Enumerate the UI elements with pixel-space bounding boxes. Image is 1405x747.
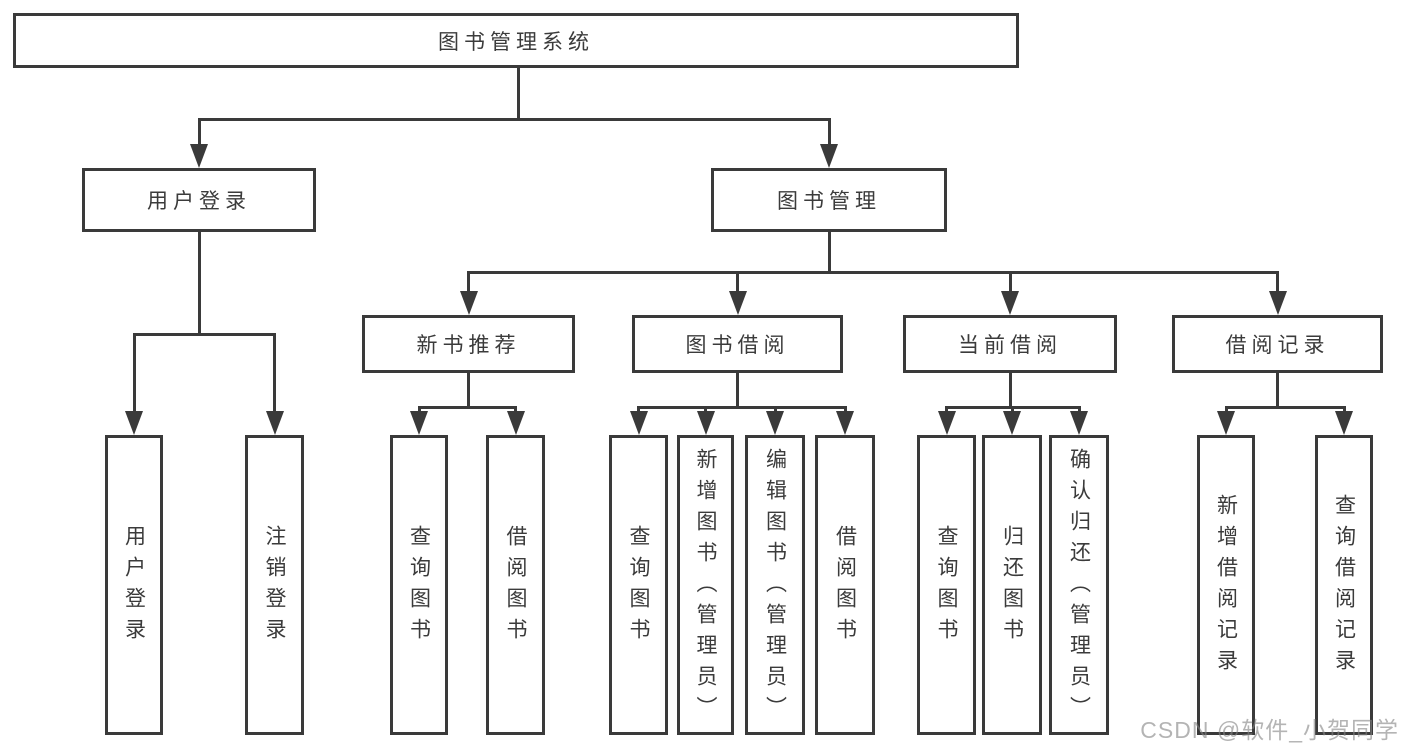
leaf-confirm-return-admin-label: 确认归还（管理员）: [1067, 447, 1091, 727]
node-book-management-branch: 图书管理: [711, 168, 947, 232]
leaf-return-books: 归还图书: [982, 435, 1042, 735]
node-book-borrowing: 图书借阅: [632, 315, 843, 373]
node-book-borrowing-label: 图书借阅: [685, 334, 790, 357]
connector-stem: [197, 232, 201, 336]
arrowhead-down-icon: [410, 411, 428, 435]
arrowhead-down-icon: [190, 144, 208, 168]
node-borrowing-records-label: 借阅记录: [1225, 334, 1330, 357]
leaf-return-books-label: 归还图书: [1000, 525, 1024, 649]
leaf-borrow-books-recommend: 借阅图书: [486, 435, 545, 735]
leaf-query-books-recommend-label: 查询图书: [407, 525, 431, 649]
connector-stem: [1276, 373, 1279, 409]
connector-drop: [637, 406, 640, 414]
arrowhead-down-icon: [1217, 411, 1235, 435]
connector-rail: [132, 333, 276, 336]
leaf-query-books-recommend: 查询图书: [390, 435, 448, 735]
connector-drop: [736, 271, 739, 294]
node-user-login-branch-label: 用户登录: [147, 190, 251, 213]
arrowhead-down-icon: [820, 144, 838, 168]
leaf-user-login-label: 用户登录: [122, 525, 146, 649]
leaf-add-books-admin-label: 新增图书（管理员）: [694, 447, 717, 727]
leaf-user-login: 用户登录: [105, 435, 163, 735]
arrowhead-down-icon: [696, 411, 715, 435]
arrowhead-down-icon: [459, 291, 478, 315]
connector-drop: [704, 406, 707, 414]
leaf-query-books-borrowing: 查询图书: [609, 435, 668, 735]
connector-drop: [514, 406, 517, 414]
leaf-confirm-return-admin: 确认归还（管理员）: [1049, 435, 1109, 735]
leaf-query-borrow-record: 查询借阅记录: [1315, 435, 1373, 735]
connector-drop: [273, 333, 276, 413]
arrowhead-down-icon: [766, 411, 784, 435]
arrowhead-down-icon: [265, 411, 284, 435]
leaf-borrow-books-recommend-label: 借阅图书: [504, 525, 527, 649]
leaf-add-borrow-record-label: 新增借阅记录: [1214, 494, 1238, 680]
leaf-add-books-admin: 新增图书（管理员）: [677, 435, 734, 735]
connector-drop: [1276, 271, 1279, 294]
node-user-login-branch: 用户登录: [82, 168, 316, 232]
node-library-management-system: 图书管理系统: [13, 13, 1019, 68]
connector-rail: [197, 118, 831, 121]
connector-drop: [132, 333, 136, 413]
connector-drop: [1342, 406, 1346, 414]
arrowhead-down-icon: [937, 411, 956, 435]
connector-drop: [417, 406, 421, 414]
node-current-borrowing-label: 当前借阅: [958, 334, 1062, 357]
leaf-logout: 注销登录: [245, 435, 304, 735]
connector-rail: [1224, 406, 1346, 409]
leaf-edit-books-admin: 编辑图书（管理员）: [745, 435, 805, 735]
leaf-query-books-current-label: 查询图书: [935, 525, 958, 649]
leaf-borrow-books-label: 借阅图书: [833, 525, 857, 649]
leaf-logout-label: 注销登录: [263, 525, 286, 649]
arrowhead-down-icon: [1268, 291, 1287, 315]
node-library-management-system-label: 图书管理系统: [438, 30, 594, 54]
connector-drop: [773, 406, 777, 414]
node-current-borrowing: 当前借阅: [903, 315, 1117, 373]
csdn-watermark: CSDN @软件_小贺同学: [1140, 717, 1399, 743]
connector-stem: [467, 373, 470, 409]
connector-rail: [467, 271, 1279, 274]
connector-stem: [736, 373, 739, 409]
connector-drop: [843, 406, 847, 414]
node-book-management-branch-label: 图书管理: [777, 190, 881, 213]
arrowhead-down-icon: [1001, 291, 1019, 315]
node-new-book-recommendation-label: 新书推荐: [416, 334, 521, 357]
connector-rail: [637, 406, 847, 409]
arrowhead-down-icon: [728, 291, 747, 315]
node-borrowing-records: 借阅记录: [1172, 315, 1383, 373]
arrowhead-down-icon: [836, 411, 854, 435]
connector-drop: [1008, 271, 1012, 294]
node-new-book-recommendation: 新书推荐: [362, 315, 575, 373]
leaf-query-borrow-record-label: 查询借阅记录: [1332, 494, 1356, 680]
arrowhead-down-icon: [1003, 411, 1021, 435]
connector-drop: [945, 406, 948, 414]
connector-drop: [1077, 406, 1081, 414]
leaf-borrow-books: 借阅图书: [815, 435, 875, 735]
leaf-query-books-current: 查询图书: [917, 435, 976, 735]
arrowhead-down-icon: [506, 411, 525, 435]
leaf-add-borrow-record: 新增借阅记录: [1197, 435, 1255, 735]
arrowhead-down-icon: [125, 411, 143, 435]
arrowhead-down-icon: [1070, 411, 1088, 435]
connector-drop: [467, 271, 470, 294]
connector-stem: [827, 232, 831, 274]
leaf-edit-books-admin-label: 编辑图书（管理员）: [763, 447, 787, 727]
arrowhead-down-icon: [629, 411, 648, 435]
connector-drop: [197, 118, 201, 147]
connector-drop: [1010, 406, 1014, 414]
connector-stem: [517, 68, 520, 121]
leaf-query-books-borrowing-label: 查询图书: [627, 525, 650, 649]
connector-drop: [827, 118, 831, 147]
connector-stem: [1008, 373, 1012, 409]
connector-drop: [1224, 406, 1228, 414]
connector-rail: [417, 406, 517, 409]
arrowhead-down-icon: [1335, 411, 1353, 435]
